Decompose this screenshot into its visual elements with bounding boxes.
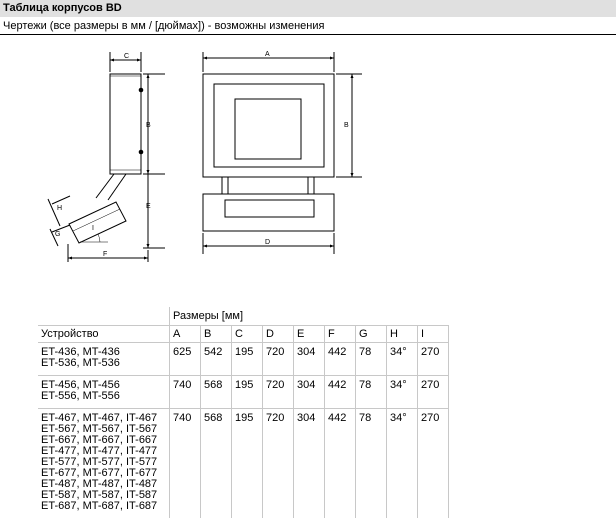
value-cell: 720 <box>262 375 294 409</box>
page-title: Таблица корпусов BD <box>0 0 616 17</box>
table-row: ET-467, MT-467, IT-467 ET-567, MT-567, I… <box>38 408 449 518</box>
dim-label-b-front: B <box>344 122 349 129</box>
dim-label-b-side: B <box>146 122 151 129</box>
value-cell: 195 <box>231 408 263 518</box>
value-cell: 34° <box>386 342 418 376</box>
value-cell: 304 <box>293 408 325 518</box>
dim-label-g: G <box>55 231 60 238</box>
column-header: A <box>169 325 201 343</box>
value-cell: 304 <box>293 375 325 409</box>
value-cell: 195 <box>231 375 263 409</box>
dim-label-c: C <box>124 53 129 60</box>
value-cell: 78 <box>355 408 387 518</box>
table-row: ET-436, MT-436 ET-536, MT-536 625 542 19… <box>38 342 449 376</box>
value-cell: 740 <box>169 375 201 409</box>
column-header: G <box>355 325 387 343</box>
column-header: F <box>324 325 356 343</box>
value-cell: 720 <box>262 342 294 376</box>
value-cell: 78 <box>355 375 387 409</box>
value-cell: 270 <box>417 408 449 518</box>
column-header: B <box>200 325 232 343</box>
device-cell: ET-467, MT-467, IT-467 ET-567, MT-567, I… <box>38 408 170 518</box>
value-cell: 195 <box>231 342 263 376</box>
column-header: D <box>262 325 294 343</box>
value-cell: 568 <box>200 375 232 409</box>
value-cell: 625 <box>169 342 201 376</box>
device-header: Устройство <box>38 325 170 343</box>
dim-label-f: F <box>103 251 107 258</box>
column-header: C <box>231 325 263 343</box>
dim-label-a: A <box>265 51 270 58</box>
dim-label-h: H <box>57 205 62 212</box>
value-cell: 542 <box>200 342 232 376</box>
value-cell: 442 <box>324 342 356 376</box>
value-cell: 34° <box>386 375 418 409</box>
device-cell: ET-436, MT-436 ET-536, MT-536 <box>38 342 170 376</box>
dim-label-e: E <box>146 203 151 210</box>
value-cell: 304 <box>293 342 325 376</box>
value-cell: 720 <box>262 408 294 518</box>
dimensions-table: Размеры [мм] Устройство A B C D E F G H … <box>38 307 449 518</box>
value-cell: 442 <box>324 408 356 518</box>
value-cell: 270 <box>417 342 449 376</box>
column-header: E <box>293 325 325 343</box>
value-cell: 34° <box>386 408 418 518</box>
device-cell: ET-456, MT-456 ET-556, MT-556 <box>38 375 170 409</box>
dim-label-i: I <box>92 225 94 232</box>
unit-header: Размеры [мм] <box>169 307 449 326</box>
value-cell: 270 <box>417 375 449 409</box>
column-header: I <box>417 325 449 343</box>
column-header: H <box>386 325 418 343</box>
table-row: ET-456, MT-456 ET-556, MT-556 740 568 19… <box>38 375 449 409</box>
value-cell: 740 <box>169 408 201 518</box>
housing-drawing: C A B E B D F H G I <box>47 51 362 262</box>
value-cell: 442 <box>324 375 356 409</box>
dim-label-d: D <box>265 239 270 246</box>
drawing-subtitle: Чертежи (все размеры в мм / [дюймах]) - … <box>0 17 616 35</box>
value-cell: 78 <box>355 342 387 376</box>
value-cell: 568 <box>200 408 232 518</box>
